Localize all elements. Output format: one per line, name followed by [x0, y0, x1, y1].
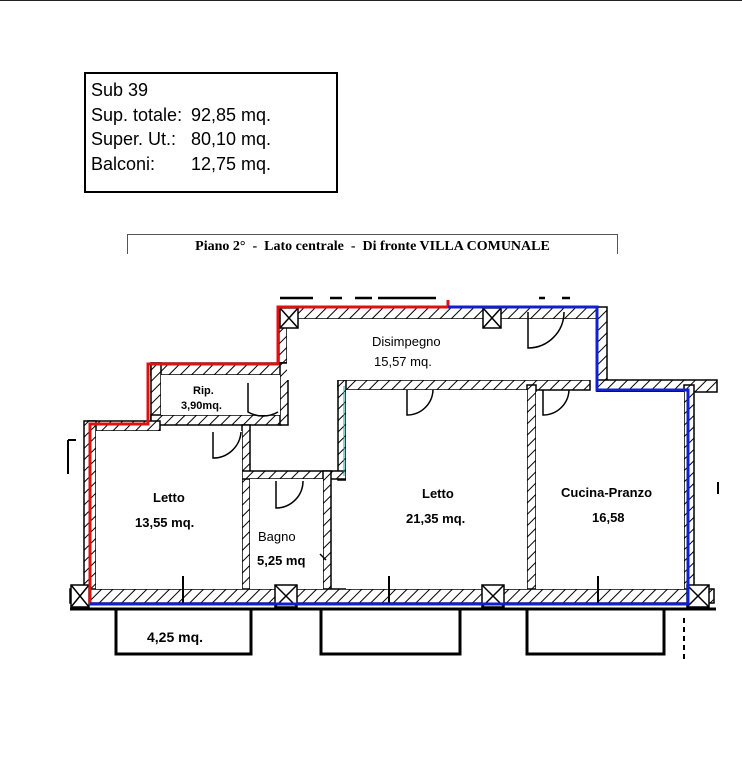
info-row-balconies: Balconi: 12,75 mq.	[91, 152, 336, 177]
info-row-total: Sup. totale: 92,85 mq.	[91, 103, 336, 128]
sub-number: Sub 39	[91, 80, 149, 100]
room-area-letto1: 13,55 mq.	[135, 515, 194, 530]
room-area-letto2: 21,35 mq.	[406, 511, 465, 526]
wall	[150, 362, 162, 424]
door-swing	[212, 431, 242, 459]
info-key: Super. Ut.:	[91, 129, 177, 149]
door-swing	[275, 480, 304, 509]
door-swing	[406, 389, 434, 416]
room-area-cucina: 16,58	[592, 510, 625, 525]
top-border-line	[0, 0, 742, 1]
balcony	[114, 609, 253, 656]
info-key: Sup. totale:	[91, 104, 183, 125]
unit-info-box: Sub 39 Sup. totale: 92,85 mq. Super. Ut.:…	[84, 72, 338, 193]
balcony	[319, 609, 462, 656]
doors	[212, 311, 570, 509]
window-markers	[70, 307, 710, 608]
info-row-useful: Super. Ut.: 80,10 mq.	[91, 127, 336, 152]
wall	[337, 379, 347, 481]
red-outline	[88, 300, 450, 604]
balcony-area: 4,25 mq.	[147, 629, 203, 645]
wall	[279, 362, 289, 426]
info-value: 92,85 mq.	[191, 104, 272, 125]
balcony	[525, 609, 666, 656]
room-area-bagno: 5,25 mq	[257, 553, 305, 568]
blue-outline	[90, 305, 690, 606]
room-name-bagno: Bagno	[258, 529, 296, 544]
room-interiors	[96, 319, 684, 589]
door-swing	[542, 389, 570, 416]
info-value: 80,10 mq.	[191, 129, 272, 149]
wall	[279, 306, 599, 320]
door-swing	[527, 311, 565, 349]
wall	[526, 384, 537, 596]
room-name-disimpegno: Disimpegno	[372, 334, 441, 349]
room-area-disimpegno: 15,57 mq.	[374, 354, 432, 369]
room-area-ripostiglio: 3,90mq.	[181, 400, 222, 412]
wall	[69, 588, 715, 604]
info-value: 12,75 mq.	[191, 153, 272, 174]
info-key: Balconi:	[91, 153, 156, 174]
wall	[337, 379, 591, 391]
wall	[241, 424, 251, 596]
room-name-ripostiglio: Rip.	[193, 385, 214, 397]
room-name-cucina: Cucina-Pranzo	[561, 485, 652, 500]
wall	[322, 470, 332, 596]
door-swing	[247, 383, 279, 417]
room-name-letto1: Letto	[153, 490, 185, 505]
room-name-letto2: Letto	[422, 486, 454, 501]
detail-marks	[67, 439, 719, 662]
floor-caption: Piano 2° - Lato centrale - Di fronte VIL…	[127, 234, 618, 254]
balconies	[70, 607, 716, 656]
